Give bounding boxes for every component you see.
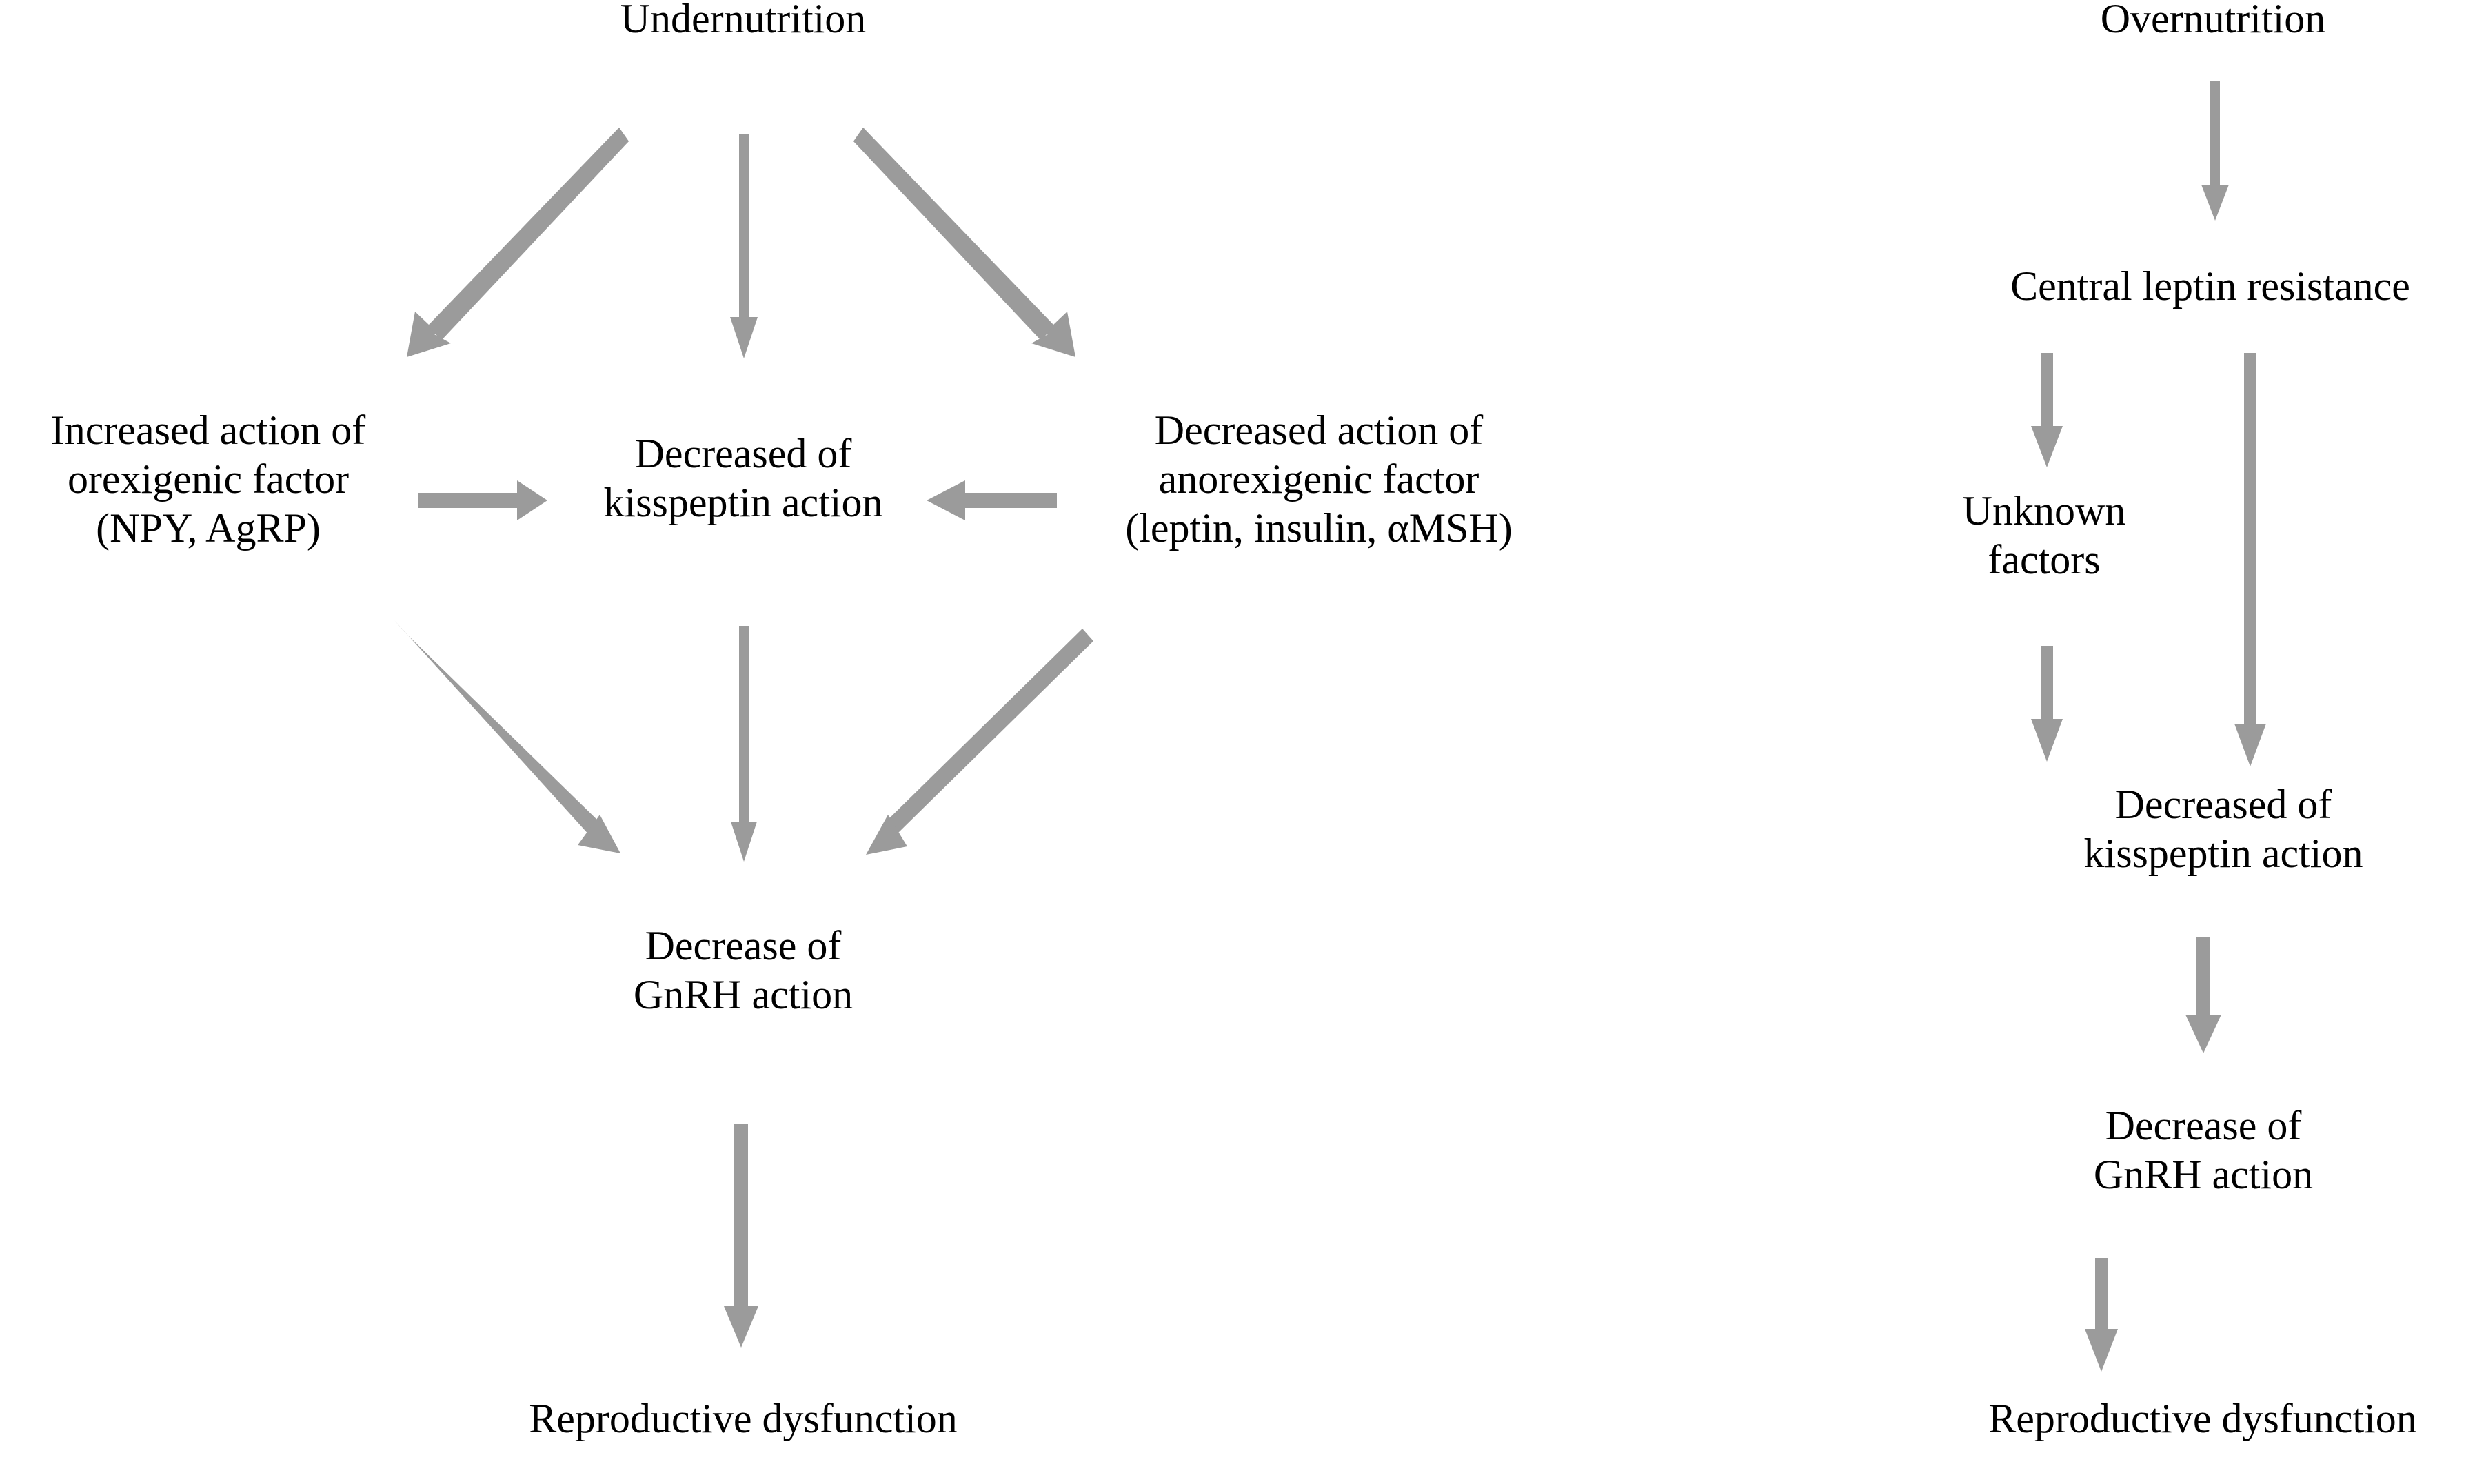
arrow-undernutrition-to-orexigenic bbox=[407, 128, 629, 357]
node-decrease-gnrh-action-right-line-1: Decrease of bbox=[2105, 1103, 2302, 1148]
node-central-leptin-resistance-line-1: Central leptin resistance bbox=[2010, 263, 2410, 309]
arrow-undernutrition-to-anorexigenic bbox=[853, 128, 1075, 357]
arrow-gnrh-to-outcome bbox=[724, 1124, 758, 1348]
node-decreased-kisspeptin-action-left-line-1: Decreased of bbox=[634, 431, 852, 476]
node-overnutrition: Overnutrition bbox=[2101, 0, 2326, 43]
node-increased-orexigenic-factor-line-3: (NPY, AgRP) bbox=[96, 505, 321, 551]
node-reproductive-dysfunction-right: Reproductive dysfunction bbox=[1988, 1394, 2417, 1443]
arrow-kisspeptin-to-gnrh-right bbox=[2185, 937, 2221, 1053]
node-decreased-kisspeptin-action-right-line-1: Decreased of bbox=[2114, 782, 2332, 827]
node-increased-orexigenic-factor: Increased action of orexigenic factor (N… bbox=[51, 406, 365, 552]
node-unknown-factors-line-2: factors bbox=[1988, 536, 2101, 582]
arrow-orexigenic-to-gnrh bbox=[394, 620, 620, 853]
arrow-leptin-resistance-to-kisspeptin bbox=[2234, 353, 2266, 766]
node-decrease-gnrh-action-right-line-2: GnRH action bbox=[2093, 1151, 2314, 1197]
node-decrease-gnrh-action-right: Decrease of GnRH action bbox=[2094, 1101, 2313, 1199]
arrow-anorexigenic-to-gnrh bbox=[866, 629, 1093, 855]
arrow-anorexigenic-to-kisspeptin bbox=[927, 480, 1057, 520]
node-increased-orexigenic-factor-line-1: Increased action of bbox=[50, 407, 366, 453]
node-reproductive-dysfunction-left: Reproductive dysfunction bbox=[529, 1394, 958, 1443]
arrow-overnutrition-to-leptin-resistance bbox=[2201, 81, 2229, 221]
arrow-leptin-resistance-to-unknown bbox=[2031, 353, 2063, 467]
node-decreased-kisspeptin-action-left: Decreased of kisspeptin action bbox=[604, 429, 883, 527]
node-decreased-anorexigenic-factor-line-1: Decreased action of bbox=[1154, 407, 1484, 453]
arrow-kisspeptin-to-gnrh bbox=[731, 626, 757, 862]
node-decreased-kisspeptin-action-right: Decreased of kisspeptin action bbox=[2084, 780, 2363, 878]
node-decrease-gnrh-action-left-line-2: GnRH action bbox=[633, 971, 853, 1017]
arrow-orexigenic-to-kisspeptin bbox=[418, 480, 547, 520]
node-decreased-anorexigenic-factor: Decreased action of anorexigenic factor … bbox=[1125, 406, 1512, 552]
node-decrease-gnrh-action-left-line-1: Decrease of bbox=[645, 923, 842, 968]
node-decreased-kisspeptin-action-right-line-2: kisspeptin action bbox=[2083, 830, 2363, 876]
node-reproductive-dysfunction-left-line-1: Reproductive dysfunction bbox=[529, 1396, 958, 1441]
node-undernutrition: Undernutrition bbox=[620, 0, 867, 43]
node-undernutrition-line-1: Undernutrition bbox=[620, 0, 867, 41]
arrow-unknown-to-kisspeptin bbox=[2031, 646, 2063, 762]
arrow-gnrh-to-outcome-right bbox=[2085, 1258, 2118, 1372]
node-overnutrition-line-1: Overnutrition bbox=[2100, 0, 2326, 41]
node-unknown-factors-line-1: Unknown bbox=[1962, 488, 2126, 533]
node-decreased-anorexigenic-factor-line-2: anorexigenic factor bbox=[1158, 456, 1479, 502]
node-unknown-factors: Unknown factors bbox=[1963, 487, 2126, 585]
node-decreased-anorexigenic-factor-line-3: (leptin, insulin, αMSH) bbox=[1125, 505, 1513, 551]
node-reproductive-dysfunction-right-line-1: Reproductive dysfunction bbox=[1988, 1396, 2417, 1441]
node-central-leptin-resistance: Central leptin resistance bbox=[2010, 262, 2410, 311]
node-increased-orexigenic-factor-line-2: orexigenic factor bbox=[67, 456, 350, 502]
node-decreased-kisspeptin-action-left-line-2: kisspeptin action bbox=[603, 479, 883, 525]
node-decrease-gnrh-action-left: Decrease of GnRH action bbox=[634, 922, 853, 1019]
arrow-undernutrition-to-kisspeptin bbox=[730, 134, 758, 358]
